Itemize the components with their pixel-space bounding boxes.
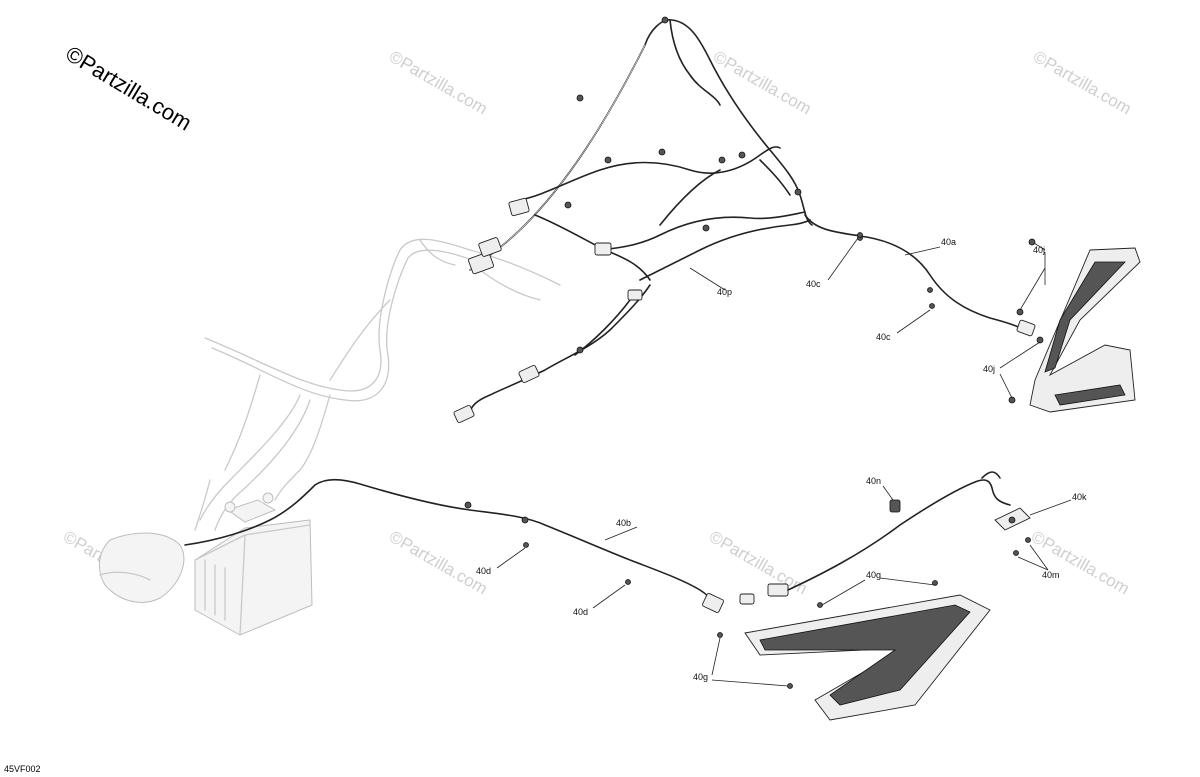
callout-40m: 40m [1042, 570, 1060, 580]
watermark-text: ©Partzilla.com [386, 47, 491, 118]
diagram-code: 45VF002 [4, 764, 41, 774]
light-bar-lower [744, 594, 991, 721]
light-bar-upper [1029, 247, 1141, 413]
watermark-text: ©Partzilla.com [1030, 47, 1135, 118]
callout-40a: 40a [941, 237, 956, 247]
callout-40g: 40g [693, 672, 708, 682]
harness-40a [804, 214, 1036, 337]
watermark-text: ©Partzilla.com [1028, 527, 1133, 598]
callout-40c: 40c [806, 279, 821, 289]
fasteners [523, 232, 1044, 689]
callout-40j: 40j [1033, 245, 1045, 255]
callout-40d: 40d [476, 566, 491, 576]
harness-40k [739, 471, 1031, 605]
leader-lines [496, 237, 1072, 687]
callout-40p: 40p [717, 287, 732, 297]
callout-40b: 40b [616, 518, 631, 528]
watermark-text: ©Partzilla.com [706, 527, 811, 598]
callout-40d: 40d [573, 607, 588, 617]
callout-40c: 40c [876, 332, 891, 342]
callout-40j: 40j [983, 364, 995, 374]
watermark-text: ©Partzilla.com [710, 47, 815, 118]
partzilla-logo: ©Partzilla.com [61, 41, 196, 136]
harness-40p [453, 16, 813, 424]
watermark-text: ©Partzilla.com [386, 527, 491, 598]
ghost-context-parts [98, 238, 561, 636]
harness-40b [184, 478, 724, 613]
callout-40k: 40k [1072, 492, 1087, 502]
battery-ghost [194, 492, 313, 636]
callout-40n: 40n [866, 476, 881, 486]
callout-40g: 40g [866, 570, 881, 580]
callouts: 40a 40c 40c 40p 40j 40j 40b 40d 40d 40n … [476, 237, 1087, 682]
